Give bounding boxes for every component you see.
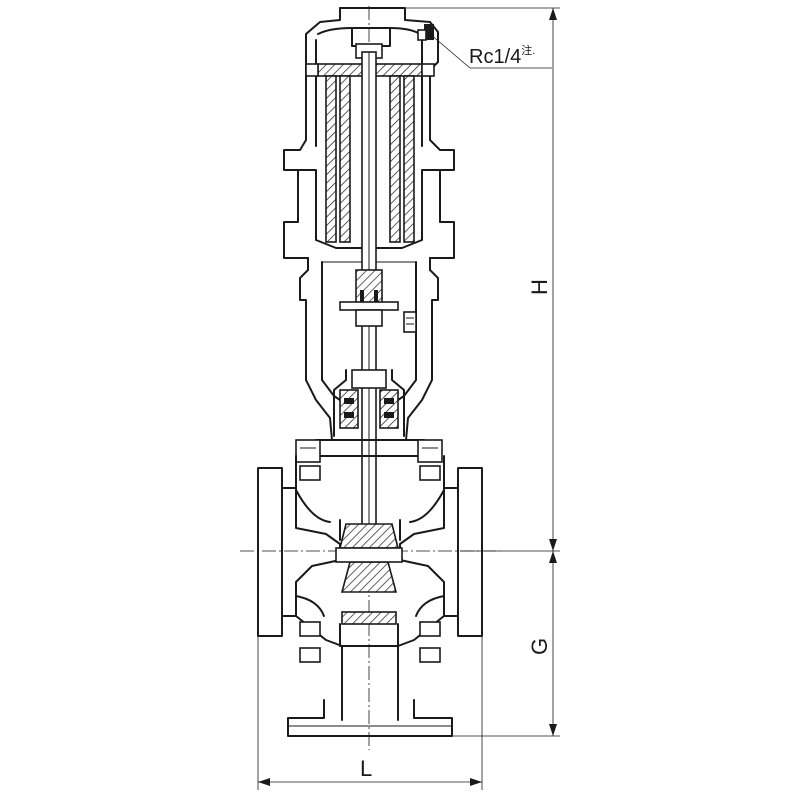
port-label: Rc1/4注. (469, 43, 535, 68)
dim-g-label: G (527, 638, 552, 655)
dimension-H (405, 7, 560, 552)
valve-body (257, 455, 483, 721)
gland-packing (333, 369, 405, 437)
bonnet (295, 439, 443, 463)
port-callout (429, 33, 552, 69)
dimension-G (452, 551, 560, 737)
port-note: 注. (521, 43, 535, 57)
bottom-flange (287, 645, 453, 737)
dim-h-label: H (527, 279, 552, 295)
dim-l-label: L (360, 756, 372, 781)
port-type: Rc (469, 46, 493, 68)
valve-stem (339, 51, 399, 541)
port-size: 1/4 (493, 46, 521, 68)
valve-plug-and-seats (335, 523, 403, 647)
dimension-L (257, 636, 483, 790)
